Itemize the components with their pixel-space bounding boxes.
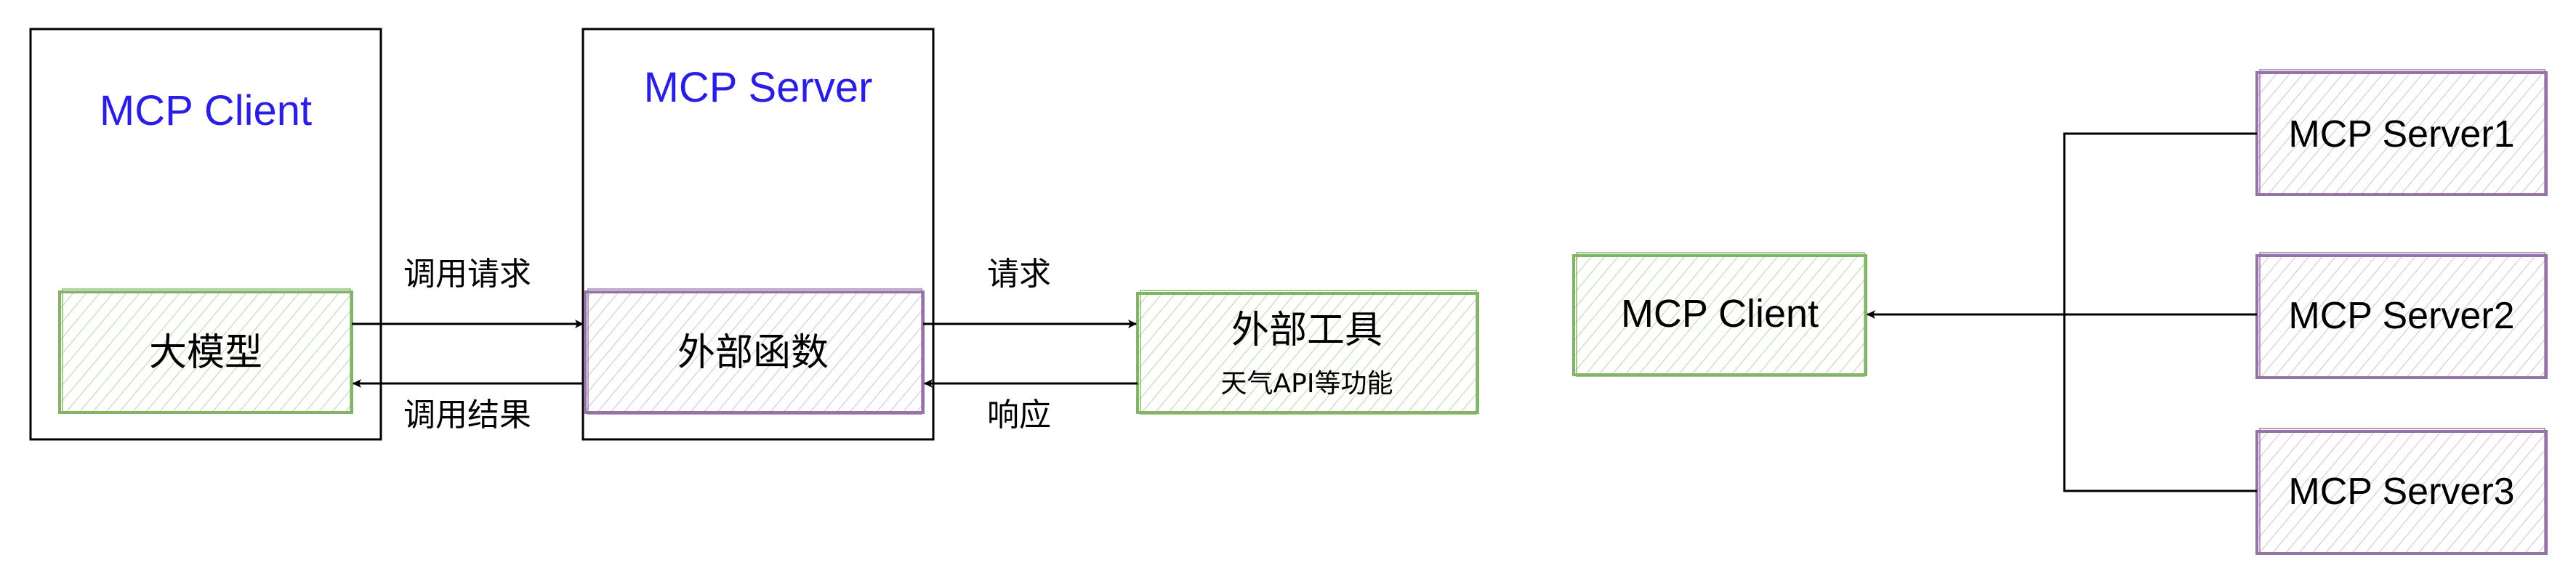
mcp-server3-node: MCP Server3 xyxy=(2255,428,2548,555)
response-label: 响应 xyxy=(987,397,1051,434)
external-function-label: 外部函数 xyxy=(677,331,829,375)
mcp-server-title: MCP Server xyxy=(644,64,873,111)
external-function-node: 外部函数 xyxy=(584,288,925,415)
llm-node: 大模型 xyxy=(58,288,353,414)
mcp-client-title: MCP Client xyxy=(100,87,312,134)
call-result-label: 调用结果 xyxy=(403,397,531,434)
mcp-server1-label: MCP Server1 xyxy=(2288,113,2514,155)
llm-node-label: 大模型 xyxy=(149,331,262,375)
right-mcp-client-node: MCP Client xyxy=(1572,252,1867,377)
external-tool-node: 外部工具 天气API等功能 xyxy=(1136,290,1479,415)
server3-connector xyxy=(2063,314,2257,492)
external-tool-title: 外部工具 xyxy=(1231,309,1382,352)
mcp-server2-node: MCP Server2 xyxy=(2255,252,2548,379)
mcp-server3-label: MCP Server3 xyxy=(2288,471,2514,513)
server1-connector xyxy=(2063,132,2257,314)
mcp-server1-node: MCP Server1 xyxy=(2255,69,2548,196)
request-label: 请求 xyxy=(987,256,1051,293)
mcp-server2-label: MCP Server2 xyxy=(2288,295,2514,337)
call-request-label: 调用请求 xyxy=(403,256,531,293)
right-mcp-client-label: MCP Client xyxy=(1621,292,1819,336)
external-tool-subtitle: 天气API等功能 xyxy=(1221,369,1393,399)
